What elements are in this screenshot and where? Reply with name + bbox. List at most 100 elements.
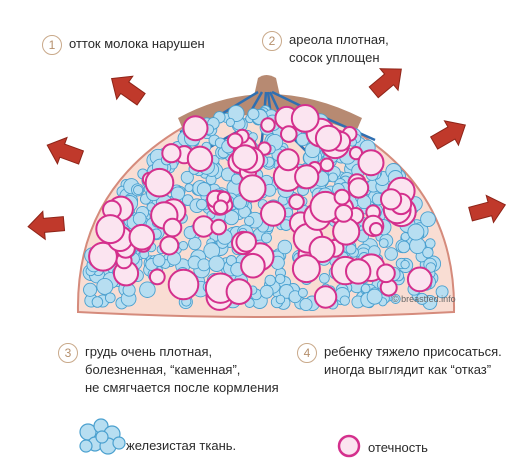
- pressure-arrows: [27, 68, 507, 241]
- edema-circle: [406, 266, 433, 293]
- gland-cell: [378, 238, 389, 248]
- note-1-text: отток молока нарушен: [69, 36, 205, 51]
- edema-circle: [380, 188, 403, 211]
- gland-cell: [197, 258, 211, 272]
- edema-circle: [260, 117, 276, 133]
- gland-cell: [264, 274, 276, 287]
- edema-circle: [334, 204, 354, 223]
- edema-circle: [225, 278, 253, 306]
- edema-circle: [288, 193, 305, 211]
- gland-cell: [208, 255, 225, 272]
- gland-cell: [275, 273, 286, 285]
- edema-circle: [276, 148, 300, 172]
- gland-cell: [397, 240, 411, 254]
- edema-circle: [186, 145, 214, 173]
- gland-cell: [96, 277, 114, 295]
- edema-circle: [210, 218, 227, 236]
- edema-circle: [319, 157, 335, 173]
- gland-cell: [196, 182, 212, 197]
- edema-circle: [290, 104, 320, 133]
- gland-cell: [277, 239, 293, 255]
- edema-circle: [226, 132, 244, 150]
- edema-circle: [95, 214, 126, 245]
- edema-circle: [333, 188, 351, 206]
- edema-circle: [260, 200, 287, 227]
- note-4-number: 4: [297, 343, 317, 363]
- gland-cell: [91, 296, 104, 308]
- credit: © breastfed.info: [392, 294, 456, 304]
- edema-circle: [240, 252, 266, 279]
- gland-cell: [247, 107, 260, 121]
- edema-circle: [231, 144, 259, 171]
- gland-cell: [390, 293, 401, 304]
- edema-circle: [357, 149, 385, 177]
- note-2-number: 2: [262, 31, 282, 51]
- gland-cell: [259, 284, 274, 299]
- gland-cell: [188, 236, 202, 251]
- gland-cell: [132, 211, 147, 226]
- gland-cell: [420, 211, 436, 228]
- gland-cell: [152, 253, 166, 267]
- gland-cell: [400, 259, 410, 270]
- edema-circle: [144, 167, 175, 198]
- gland-cell: [196, 198, 208, 211]
- edema-circle: [212, 199, 229, 216]
- gland-cell: [133, 185, 144, 196]
- edema-circle: [88, 241, 118, 272]
- gland-tissue-legend-icon: [79, 418, 126, 455]
- gland-cell: [319, 272, 330, 284]
- gland-cell: [261, 232, 272, 244]
- gland-cell: [275, 294, 286, 305]
- edema-circle: [345, 258, 372, 285]
- edema-circles: [88, 104, 433, 311]
- edema-circle: [347, 177, 370, 199]
- gland-cell: [230, 173, 243, 185]
- edema-circle: [235, 231, 257, 253]
- gland-cell: [415, 292, 429, 305]
- gland-cell: [104, 292, 116, 304]
- edema-circle: [128, 223, 156, 251]
- note-2: 2 ареола плотная, сосок уплощен: [262, 31, 389, 67]
- gland-cell: [339, 295, 350, 306]
- note-1: 1 отток молока нарушен: [42, 35, 205, 55]
- gland-cell: [407, 223, 425, 241]
- edema-legend-label: отечность: [368, 440, 428, 455]
- gland-cell: [425, 238, 436, 249]
- gland-cell: [225, 117, 235, 127]
- note-2-text: ареола плотная, сосок уплощен: [289, 32, 389, 65]
- note-1-number: 1: [42, 35, 62, 55]
- edema-circle: [314, 124, 343, 152]
- edema-circle: [294, 164, 320, 190]
- note-3: 3 грудь очень плотная, болезненная, “кам…: [58, 343, 279, 397]
- edema-legend-icon: [337, 434, 361, 458]
- gland-cell: [170, 186, 185, 201]
- gland-cell: [139, 281, 156, 298]
- pressure-arrow: [110, 75, 146, 106]
- gland-cell: [435, 285, 449, 299]
- pressure-arrow: [429, 120, 466, 150]
- note-3-text: грудь очень плотная, болезненная, “камен…: [85, 344, 279, 395]
- pressure-arrow: [368, 68, 402, 99]
- edema-circle: [291, 254, 321, 284]
- gland-tissue-legend-label: железистая ткань.: [126, 438, 237, 453]
- gland-cell: [180, 170, 194, 184]
- edema-circle: [368, 222, 384, 237]
- pressure-arrow: [46, 136, 85, 165]
- gland-cell: [227, 105, 245, 122]
- gland-cell: [366, 288, 383, 305]
- gland-cell: [422, 246, 434, 259]
- gland-cell: [232, 195, 247, 210]
- edema-circle: [313, 285, 338, 309]
- pressure-arrow: [27, 210, 66, 241]
- gland-cell: [184, 183, 194, 193]
- gland-cell: [328, 172, 338, 183]
- pressure-arrow: [468, 194, 507, 224]
- gland-cell: [83, 282, 98, 297]
- edema-circle: [167, 268, 200, 301]
- note-3-number: 3: [58, 343, 78, 363]
- gland-cell: [297, 287, 308, 298]
- nipple: [254, 75, 280, 96]
- note-4-text: ребенку тяжело присосаться. иногда выгля…: [324, 344, 502, 377]
- gland-cell: [178, 240, 189, 251]
